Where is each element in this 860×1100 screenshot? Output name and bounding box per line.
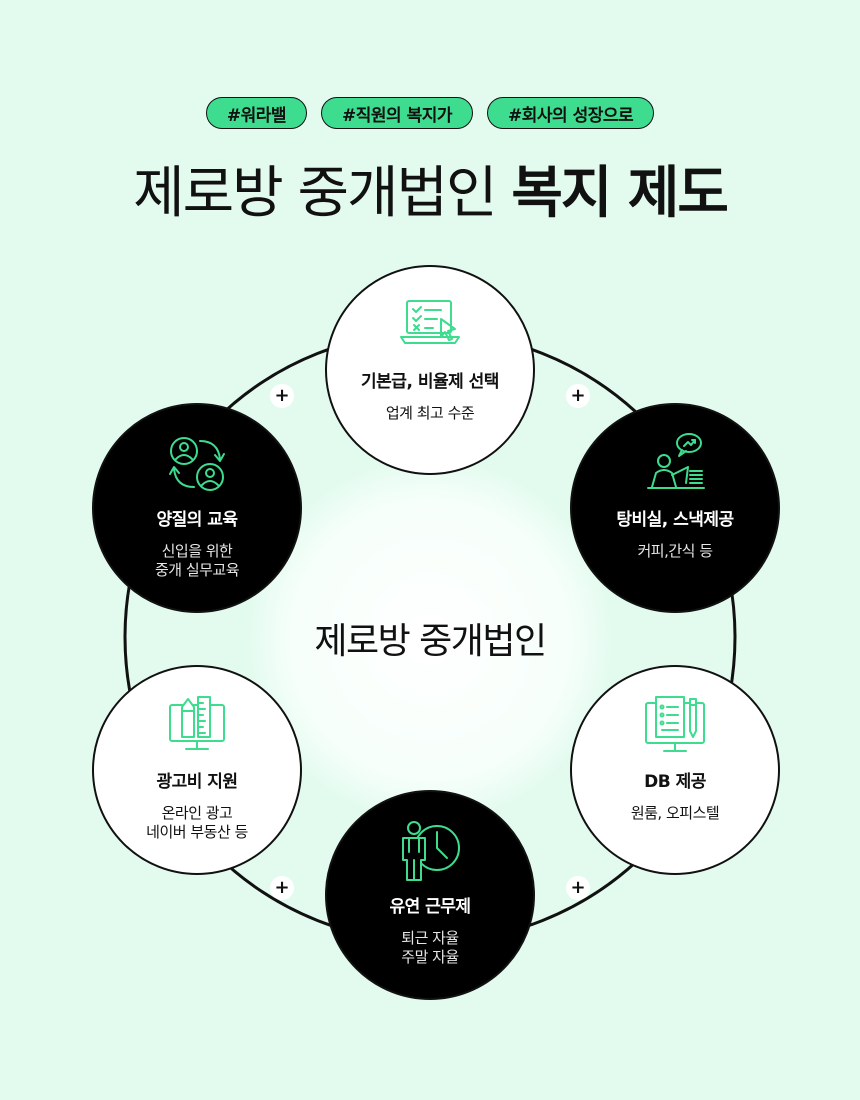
monitor-ruler-pencil-icon: [169, 696, 225, 750]
card-description: 업계 최고 수준: [385, 404, 475, 422]
card-title: 탕비실, 스낵제공: [616, 510, 734, 530]
people-exchange-icon: [169, 437, 225, 491]
center-glow: [250, 460, 610, 820]
center-title: 제로방 중개법인: [314, 621, 547, 662]
page-title: 제로방 중개법인 복지 제도: [0, 158, 860, 230]
card-description: 퇴근 자율 주말 자율: [401, 929, 459, 966]
card-title: 기본급, 비율제 선택: [361, 372, 499, 392]
hashtag-worklife: #워라밸: [205, 97, 307, 129]
benefit-card-flex-work: 유연 근무제 퇴근 자율 주말 자율: [325, 790, 535, 1000]
person-clock-icon: [402, 821, 460, 881]
card-description: 신입을 위한 중개 실무교육: [154, 542, 240, 579]
hashtag-welfare: #직원의 복지가: [321, 97, 474, 129]
card-title: 광고비 지원: [156, 772, 238, 792]
benefit-card-snack: 탕비실, 스낵제공 커피,간식 등: [570, 403, 780, 613]
benefit-card-ad-support: 광고비 지원 온라인 광고 네이버 부동산 등: [92, 665, 302, 875]
laptop-checklist-icon: [400, 300, 460, 344]
document-pen-icon: [645, 696, 705, 752]
plus-marker: +: [566, 384, 590, 408]
card-description: 커피,간식 등: [637, 542, 713, 560]
card-title: DB 제공: [644, 772, 706, 792]
benefit-card-db: DB 제공 원룸, 오피스텔: [570, 665, 780, 875]
card-title: 유연 근무제: [389, 897, 471, 917]
card-title: 양질의 교육: [156, 510, 238, 530]
person-laptop-chat-icon: [647, 433, 705, 489]
benefit-card-education: 양질의 교육 신입을 위한 중개 실무교육: [92, 403, 302, 613]
benefit-card-salary: 기본급, 비율제 선택 업계 최고 수준: [325, 265, 535, 475]
card-description: 온라인 광고 네이버 부동산 등: [146, 804, 248, 841]
plus-marker: +: [270, 876, 294, 900]
page-title-light: 제로방 중개법인: [133, 161, 497, 226]
plus-marker: +: [270, 384, 294, 408]
hashtag-growth: #회사의 성장으로: [487, 97, 655, 129]
card-description: 원룸, 오피스텔: [630, 804, 720, 822]
hashtag-row: #워라밸 #직원의 복지가 #회사의 성장으로: [0, 97, 860, 129]
plus-marker: +: [566, 876, 590, 900]
page-title-bold: 복지 제도: [511, 161, 729, 226]
